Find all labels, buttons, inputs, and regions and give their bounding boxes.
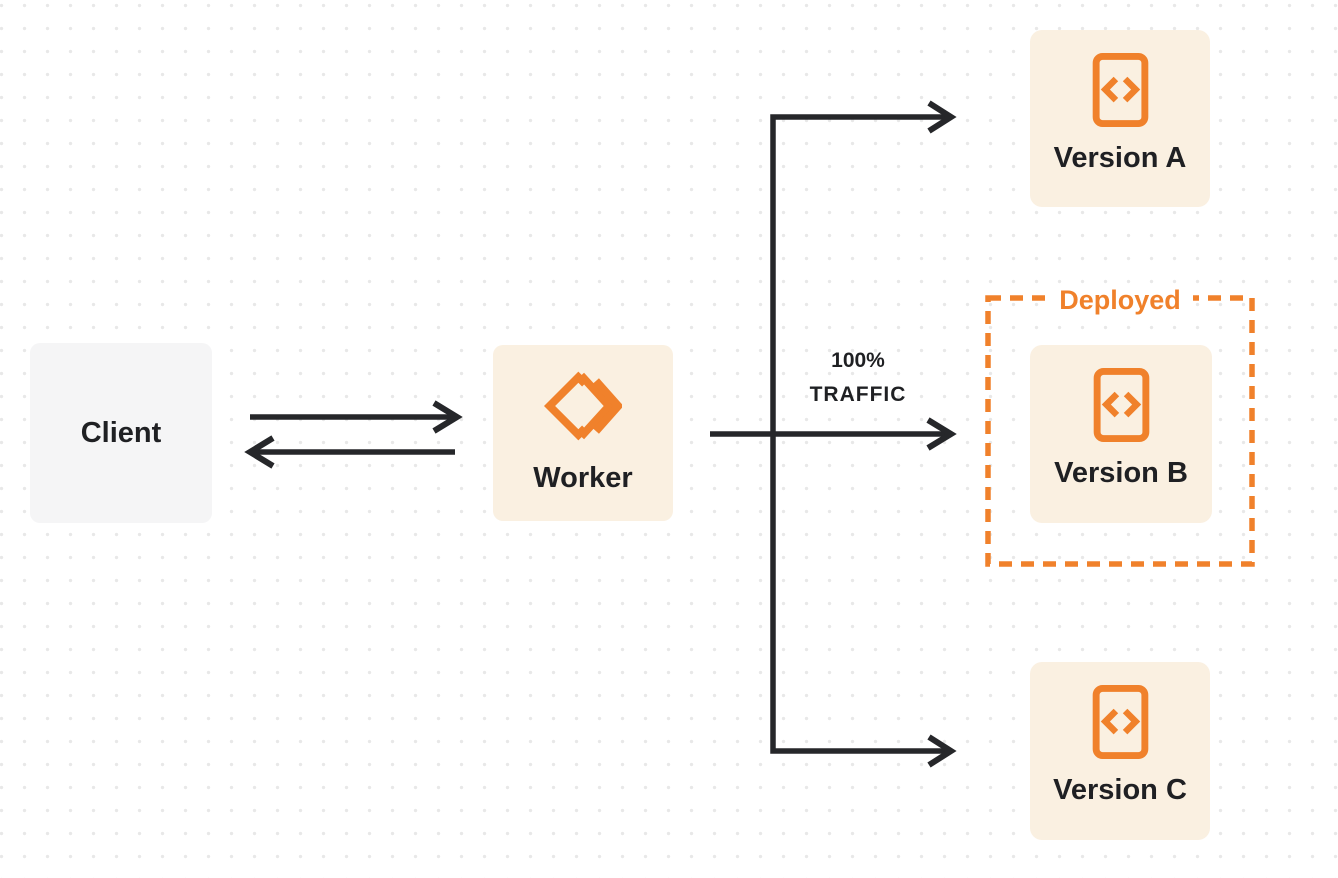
deployed-group-label: Deployed	[985, 287, 1255, 314]
client-node: Client	[30, 343, 212, 523]
version-a-node: Version A	[1030, 30, 1210, 207]
version-b-node: Version B	[1030, 345, 1212, 523]
code-file-icon	[1093, 367, 1149, 443]
worker-node: Worker	[493, 345, 673, 521]
branch-line	[770, 100, 957, 768]
traffic-word: TRAFFIC	[809, 383, 907, 406]
client-label: Client	[80, 416, 162, 449]
traffic-arrow	[710, 417, 957, 451]
cloudflare-workers-logo-icon	[544, 371, 622, 441]
branch-arrow-bottom	[927, 734, 957, 768]
branch-arrow-top	[927, 100, 957, 134]
version-c-label: Version C	[1053, 774, 1187, 806]
worker-to-client-arrow	[244, 435, 455, 469]
version-b-label: Version B	[1054, 457, 1188, 489]
worker-label: Worker	[533, 462, 633, 494]
code-file-icon	[1092, 52, 1148, 128]
version-c-node: Version C	[1030, 662, 1210, 840]
traffic-percentage: 100%	[831, 349, 885, 372]
code-file-icon	[1092, 684, 1148, 760]
version-a-label: Version A	[1053, 142, 1187, 174]
traffic-label: 100% TRAFFIC	[786, 350, 930, 405]
client-to-worker-arrow	[250, 400, 463, 434]
